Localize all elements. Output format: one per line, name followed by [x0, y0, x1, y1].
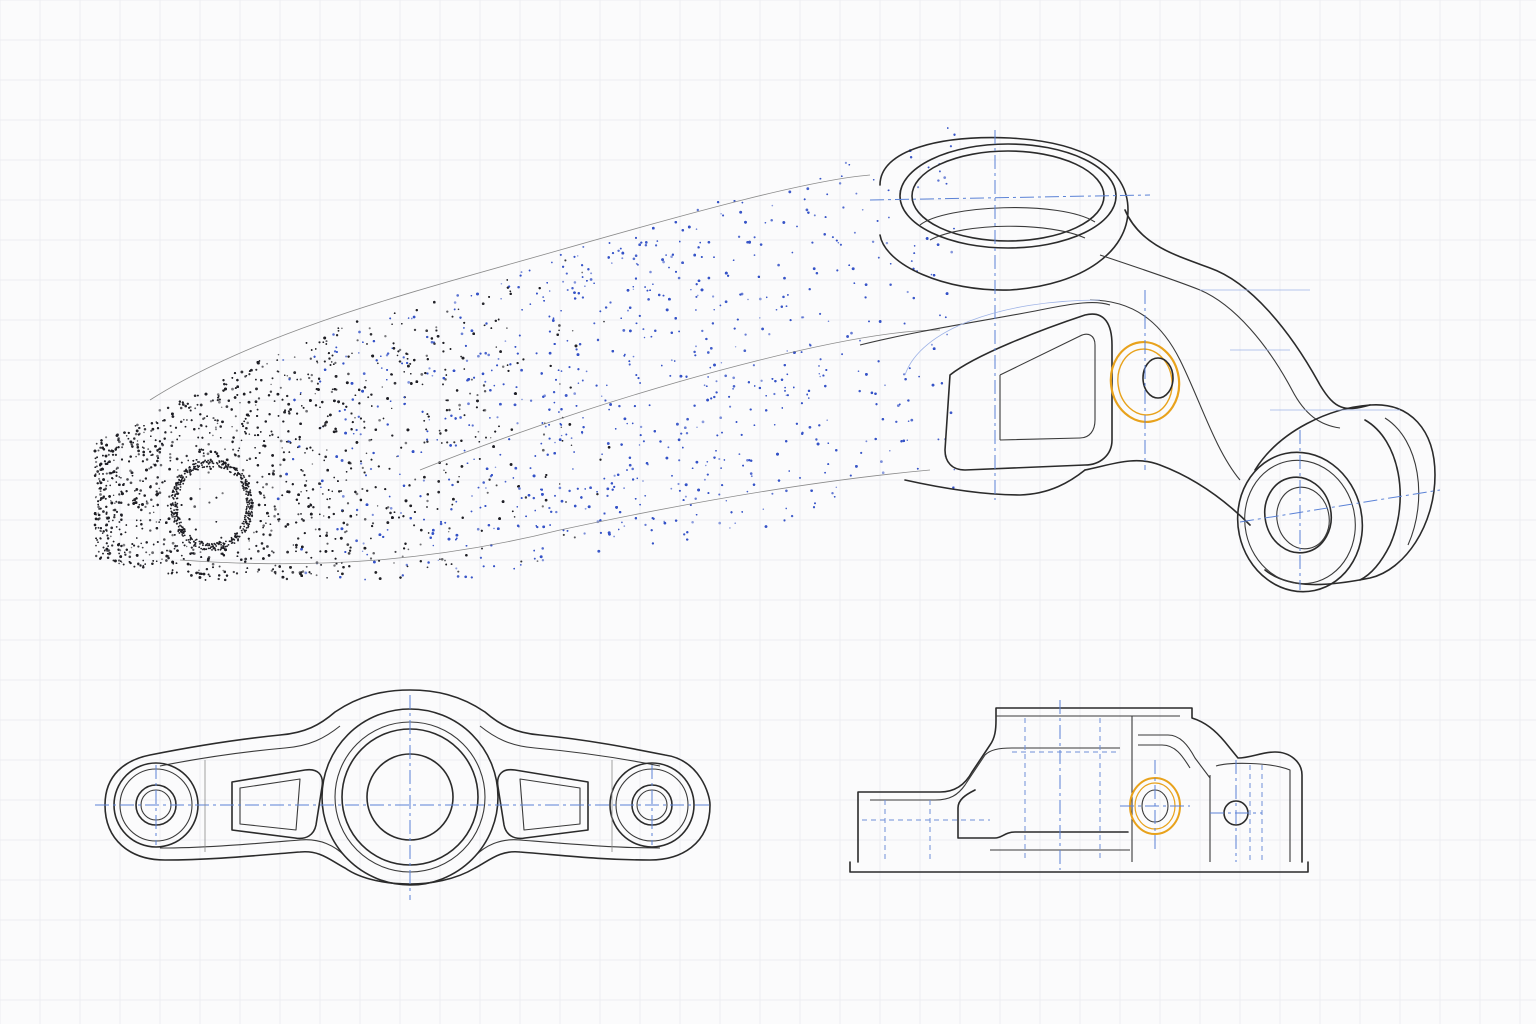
side-view-base	[849, 861, 1309, 873]
end-eye-bore	[1263, 476, 1333, 554]
side-view-hidden-lines	[862, 718, 1263, 862]
bore-inner-step	[929, 225, 1086, 241]
end-eye-face	[1236, 451, 1364, 593]
arm-surface-contour	[149, 174, 941, 565]
end-eye-boss	[1236, 404, 1436, 593]
end-eye-bore-inner	[1276, 486, 1330, 550]
side-view-arm-slope	[1138, 734, 1211, 779]
boss-outer-wall	[879, 136, 1129, 291]
arm-top-edge	[1124, 209, 1371, 410]
main-boss	[879, 136, 1129, 291]
top-view	[95, 689, 712, 900]
arm-side-fillet	[1089, 299, 1241, 481]
top-view-right-pocket	[496, 768, 589, 840]
end-eye-ring	[1359, 419, 1401, 581]
pocket-floor	[999, 333, 1096, 441]
side-view-web	[870, 747, 1120, 801]
side-view-outline	[857, 707, 1303, 863]
pocket-outline	[944, 313, 1113, 471]
point-cloud	[93, 127, 956, 582]
side-bore-hole	[1142, 357, 1174, 399]
arm-bottom-edge	[1084, 459, 1251, 526]
side-bore-highlight-outer	[1109, 341, 1181, 423]
side-bore-highlight-inner	[1117, 348, 1173, 416]
top-view-left-pocket-floor	[239, 778, 301, 831]
top-view-left-pocket	[231, 768, 324, 840]
arm-mid-contour	[859, 301, 1111, 346]
side-view-top-flange	[996, 715, 1180, 862]
side-view-end-boss	[1209, 762, 1291, 862]
highlighted-side-bore	[1109, 341, 1181, 423]
bore-inner-wall	[919, 207, 1096, 226]
isometric-centerlines	[869, 130, 1441, 590]
arm-lower-edge	[904, 469, 1086, 496]
end-eye-ring-2	[1384, 417, 1420, 546]
arm-body	[859, 209, 1371, 526]
top-view-outline	[104, 689, 711, 885]
top-view-right-pocket-floor	[519, 778, 581, 831]
web-pocket	[944, 313, 1113, 471]
end-eye-face-chamfer	[1244, 459, 1356, 585]
side-view	[849, 700, 1309, 873]
side-view-pocket	[957, 789, 1129, 839]
top-view-fillet-line	[159, 725, 661, 857]
isometric-view	[93, 127, 1441, 593]
arm-top-fillet	[1099, 254, 1341, 429]
end-eye-body	[1254, 404, 1436, 586]
bore-rim	[899, 143, 1117, 249]
top-view-right-eye	[609, 762, 695, 848]
